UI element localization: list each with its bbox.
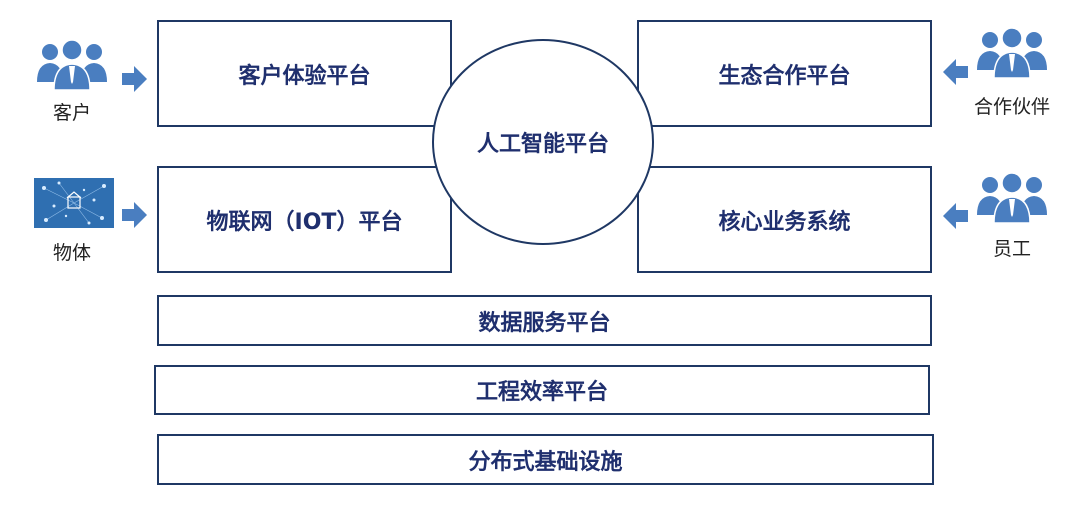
iot-platform-label: 物联网（IOT）平台 — [206, 209, 403, 235]
ecosystem-platform-label: 生态合作平台 — [718, 63, 851, 89]
core-business-system-label: 核心业务系统 — [718, 209, 851, 235]
core-business-system-box: 核心业务系统 — [637, 166, 932, 273]
arrow-right-icon — [122, 66, 147, 92]
distributed-infrastructure-label: 分布式基础设施 — [468, 449, 623, 475]
customer-experience-platform-label: 客户体验平台 — [238, 63, 371, 89]
arrow-left-icon — [943, 203, 968, 229]
partner-label: 合作伙伴 — [973, 96, 1050, 118]
arrow-right-icon — [122, 202, 147, 228]
arrow-left-icon — [943, 59, 968, 85]
data-service-platform-box: 数据服务平台 — [157, 295, 932, 346]
ai-platform-label: 人工智能平台 — [476, 132, 609, 157]
customer-label: 客户 — [52, 102, 91, 124]
things-label: 物体 — [52, 242, 91, 264]
distributed-infrastructure-box: 分布式基础设施 — [157, 434, 934, 485]
iot-platform-box: 物联网（IOT）平台 — [157, 166, 452, 273]
iot-network-icon — [34, 178, 114, 228]
people-group-icon — [977, 172, 1047, 224]
ecosystem-platform-box: 生态合作平台 — [637, 20, 932, 127]
people-group-icon — [977, 27, 1047, 79]
engineering-efficiency-platform-box: 工程效率平台 — [154, 365, 930, 415]
customer-experience-platform-box: 客户体验平台 — [157, 20, 452, 127]
employee-label: 员工 — [992, 238, 1031, 260]
engineering-efficiency-platform-label: 工程效率平台 — [475, 380, 608, 405]
data-service-platform-label: 数据服务平台 — [478, 310, 611, 336]
ai-platform-circle: 人工智能平台 — [432, 39, 654, 245]
people-group-icon — [37, 39, 107, 91]
